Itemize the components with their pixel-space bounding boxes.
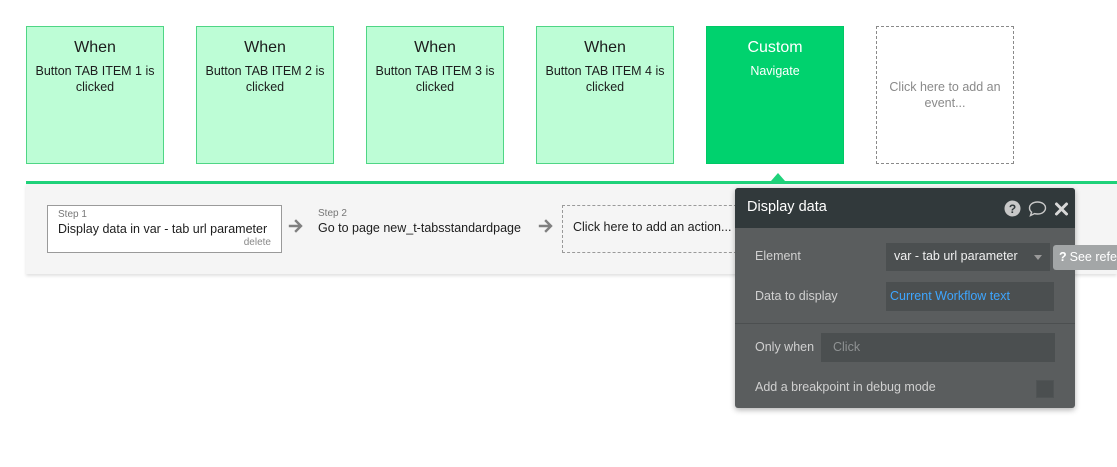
breakpoint-label: Add a breakpoint in debug mode bbox=[755, 380, 936, 394]
only-when-input[interactable]: Click bbox=[821, 333, 1055, 362]
element-value: var - tab url parameter bbox=[894, 249, 1018, 263]
question-icon: ? bbox=[1059, 250, 1067, 264]
delete-step-link[interactable]: delete bbox=[243, 237, 271, 248]
breakpoint-checkbox[interactable] bbox=[1036, 380, 1054, 398]
element-dropdown[interactable]: var - tab url parameter bbox=[886, 243, 1050, 271]
selected-event-caret bbox=[771, 173, 785, 181]
only-when-label: Only when bbox=[755, 340, 815, 354]
event-description: Button TAB ITEM 4 is clicked bbox=[545, 64, 665, 94]
event-title: When bbox=[584, 39, 626, 56]
panel-header: Display data ? bbox=[735, 188, 1075, 228]
display-data-panel: Display data ? Element var - tab url par… bbox=[735, 188, 1075, 408]
panel-title: Display data bbox=[747, 199, 827, 215]
event-title: When bbox=[74, 39, 116, 56]
event-title: When bbox=[244, 39, 286, 56]
step-2[interactable]: Step 2 Go to page new_t-tabsstandardpage bbox=[308, 205, 538, 253]
step-title: Display data in var - tab url parameter bbox=[58, 222, 268, 236]
add-event-label: Click here to add an event... bbox=[889, 80, 1001, 110]
comment-icon[interactable] bbox=[1028, 200, 1047, 217]
add-event-button[interactable]: Click here to add an event... bbox=[876, 26, 1014, 164]
add-action-button[interactable]: Click here to add an action... bbox=[562, 205, 742, 253]
step-1[interactable]: Step 1 Display data in var - tab url par… bbox=[47, 205, 282, 253]
see-reference-button[interactable]: ?See refe bbox=[1053, 245, 1117, 270]
data-to-display-label: Data to display bbox=[755, 289, 838, 303]
step-number: Step 2 bbox=[318, 208, 347, 219]
close-icon[interactable] bbox=[1054, 200, 1069, 217]
event-description: Button TAB ITEM 3 is clicked bbox=[375, 64, 495, 94]
event-card-tab-item-4[interactable]: When Button TAB ITEM 4 is clicked bbox=[536, 26, 674, 164]
see-reference-label: See refe bbox=[1069, 250, 1117, 264]
event-card-tab-item-3[interactable]: When Button TAB ITEM 3 is clicked bbox=[366, 26, 504, 164]
event-card-tab-item-2[interactable]: When Button TAB ITEM 2 is clicked bbox=[196, 26, 334, 164]
help-icon[interactable]: ? bbox=[1004, 200, 1021, 217]
arrow-right-icon bbox=[288, 219, 303, 233]
arrow-right-icon bbox=[538, 219, 553, 233]
data-to-display-field[interactable]: Current Workflow text bbox=[886, 282, 1054, 311]
step-number: Step 1 bbox=[58, 209, 87, 220]
event-title: Custom bbox=[747, 39, 803, 56]
dropdown-caret-icon bbox=[1034, 255, 1042, 260]
event-description: Navigate bbox=[750, 64, 800, 78]
event-title: When bbox=[414, 39, 456, 56]
event-description: Button TAB ITEM 1 is clicked bbox=[35, 64, 155, 94]
workflow-divider bbox=[26, 181, 1117, 184]
event-card-custom-navigate[interactable]: Custom Navigate bbox=[706, 26, 844, 164]
panel-divider bbox=[735, 323, 1075, 324]
step-title: Go to page new_t-tabsstandardpage bbox=[318, 221, 521, 235]
event-card-tab-item-1[interactable]: When Button TAB ITEM 1 is clicked bbox=[26, 26, 164, 164]
event-description: Button TAB ITEM 2 is clicked bbox=[205, 64, 325, 94]
svg-text:?: ? bbox=[1009, 202, 1016, 216]
element-label: Element bbox=[755, 249, 801, 263]
